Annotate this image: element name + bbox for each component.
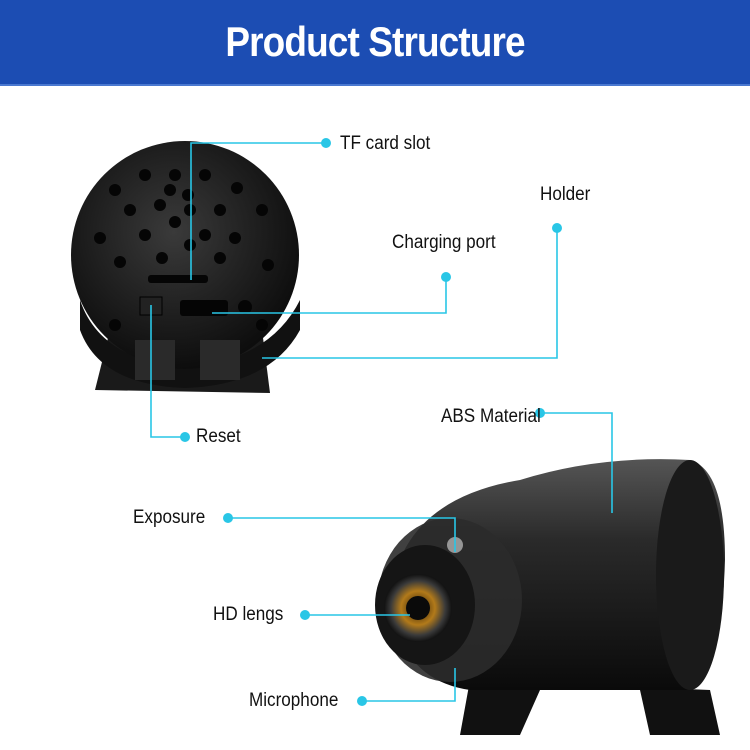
speaker-hole (169, 169, 181, 181)
speaker-hole (229, 232, 241, 244)
label-tf-card-slot: TF card slot (340, 133, 431, 154)
speaker-hole (231, 182, 243, 194)
speaker-hole (109, 184, 121, 196)
speaker-hole (214, 252, 226, 264)
label-abs-material: ABS Material (441, 406, 541, 427)
speaker-hole (214, 204, 226, 216)
header-banner: Product Structure (0, 0, 750, 86)
speaker-hole (199, 169, 211, 181)
label-hd-lens: HD lengs (213, 604, 284, 625)
speaker-hole (164, 184, 176, 196)
speaker-hole (154, 199, 166, 211)
speaker-hole (184, 204, 196, 216)
camera-back-view (71, 141, 300, 393)
page-title: Product Structure (225, 18, 525, 65)
label-charging-port: Charging port (392, 232, 496, 253)
speaker-hole (139, 229, 151, 241)
speaker-hole (169, 216, 181, 228)
label-holder: Holder (540, 184, 591, 205)
callout-dots (180, 138, 562, 706)
label-reset: Reset (196, 426, 241, 447)
speaker-hole (262, 259, 274, 271)
speaker-hole (256, 319, 268, 331)
speaker-hole (184, 239, 196, 251)
callout-lines (150, 142, 613, 702)
speaker-hole (94, 232, 106, 244)
speaker-hole (199, 229, 211, 241)
speaker-hole (256, 204, 268, 216)
camera-front-view (375, 459, 725, 735)
speaker-hole (156, 252, 168, 264)
speaker-hole (124, 204, 136, 216)
label-microphone: Microphone (249, 690, 339, 711)
speaker-hole (139, 169, 151, 181)
speaker-hole (109, 319, 121, 331)
speaker-hole (182, 189, 194, 201)
speaker-hole (114, 256, 126, 268)
label-exposure: Exposure (133, 507, 206, 528)
